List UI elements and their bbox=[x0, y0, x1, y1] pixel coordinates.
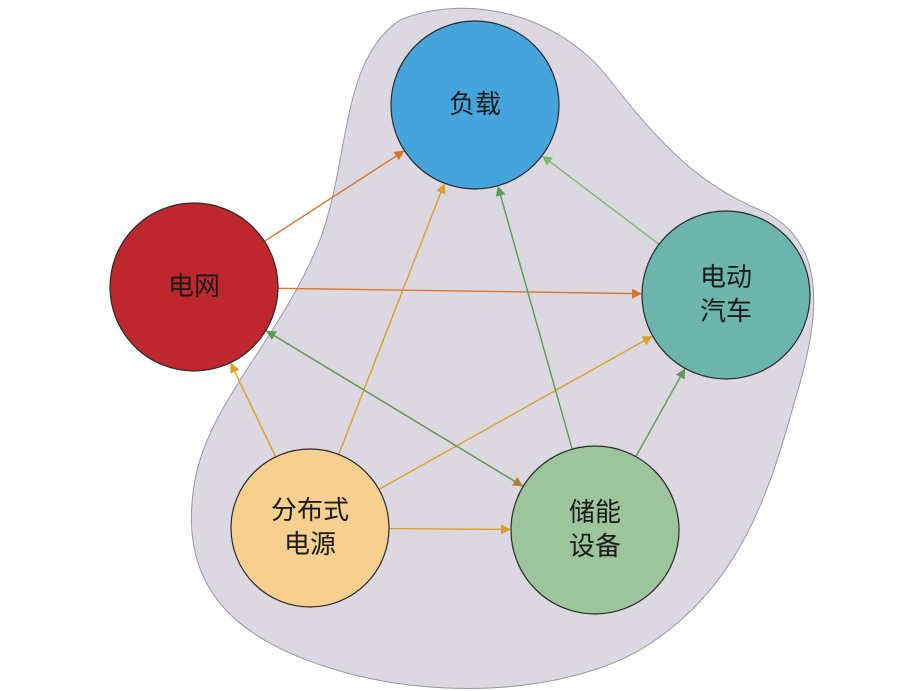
edge-storage-to-ev bbox=[635, 368, 686, 457]
node-load-label-0: 负载 bbox=[449, 90, 501, 120]
edge-ev-to-load bbox=[542, 155, 660, 245]
edge-grid-to-ev bbox=[277, 287, 642, 299]
node-ev-label-1: 汽车 bbox=[700, 297, 752, 327]
node-dg-label-1: 电源 bbox=[284, 530, 336, 560]
edge-storage-to-grid bbox=[265, 330, 524, 488]
edge-storage-to-load bbox=[495, 185, 573, 450]
node-storage-label-1: 设备 bbox=[569, 532, 621, 562]
nodes-layer: 负载电网电动汽车分布式电源储能设备 bbox=[109, 20, 811, 615]
node-grid: 电网 bbox=[109, 202, 279, 372]
node-ev-label-0: 电动 bbox=[700, 263, 752, 293]
node-load-circle bbox=[390, 20, 560, 190]
edge-dg-to-ev bbox=[378, 335, 653, 491]
node-storage-circle bbox=[510, 445, 680, 615]
edges-layer bbox=[230, 150, 686, 535]
node-dg-circle bbox=[230, 448, 390, 608]
edge-dg-to-storage bbox=[388, 524, 511, 535]
node-storage-label-0: 储能 bbox=[569, 498, 621, 528]
edge-grid-to-load bbox=[264, 150, 405, 242]
node-ev-circle bbox=[641, 210, 811, 380]
node-load: 负载 bbox=[390, 20, 560, 190]
edge-dg-to-load bbox=[338, 183, 446, 455]
node-grid-label-0: 电网 bbox=[168, 272, 220, 302]
node-grid-circle bbox=[109, 202, 279, 372]
edge-dg-to-grid bbox=[230, 362, 277, 458]
node-dg-label-0: 分布式 bbox=[271, 496, 349, 526]
